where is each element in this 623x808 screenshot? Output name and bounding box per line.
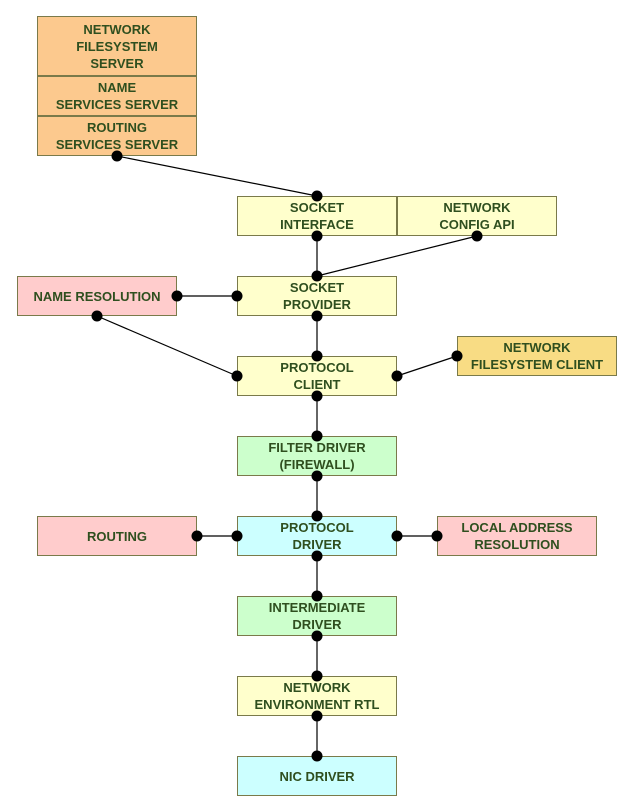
connector-dot	[311, 230, 323, 242]
edge-name-resolution-protocol-client	[96, 315, 238, 377]
connector-dot	[471, 230, 483, 242]
connector-dot	[231, 370, 243, 382]
socket-interface-box: SOCKET INTERFACE	[237, 196, 397, 236]
socket-provider-box: SOCKET PROVIDER	[237, 276, 397, 316]
connector-dot	[91, 310, 103, 322]
connector-dot	[311, 590, 323, 602]
network-filesystem-server-box: NETWORK FILESYSTEM SERVER	[37, 16, 197, 76]
network-environment-rtl-box: NETWORK ENVIRONMENT RTL	[237, 676, 397, 716]
connector-dot	[391, 530, 403, 542]
connector-dot	[311, 430, 323, 442]
protocol-driver-box: PROTOCOL DRIVER	[237, 516, 397, 556]
name-services-server-box: NAME SERVICES SERVER	[37, 76, 197, 116]
connector-dot	[231, 290, 243, 302]
connector-dot	[311, 750, 323, 762]
connector-dot	[311, 550, 323, 562]
connector-dot	[311, 470, 323, 482]
nic-driver-box: NIC DRIVER	[237, 756, 397, 796]
connector-dot	[111, 150, 123, 162]
routing-box: ROUTING	[37, 516, 197, 556]
filter-driver-box: FILTER DRIVER (FIREWALL)	[237, 436, 397, 476]
routing-services-server-box: ROUTING SERVICES SERVER	[37, 116, 197, 156]
connector-dot	[311, 390, 323, 402]
edge-routing-server-socket-interface	[116, 155, 318, 197]
connector-dot	[311, 710, 323, 722]
name-resolution-box: NAME RESOLUTION	[17, 276, 177, 316]
connector-dot	[431, 530, 443, 542]
connector-dot	[311, 350, 323, 362]
local-address-resolution-box: LOCAL ADDRESS RESOLUTION	[437, 516, 597, 556]
connector-dot	[311, 630, 323, 642]
connector-dot	[311, 270, 323, 282]
network-config-api-box: NETWORK CONFIG API	[397, 196, 557, 236]
connector-dot	[391, 370, 403, 382]
connector-dot	[311, 190, 323, 202]
connector-dot	[171, 290, 183, 302]
network-filesystem-client-box: NETWORK FILESYSTEM CLIENT	[457, 336, 617, 376]
edge-protocol-client-nfs-client	[396, 355, 458, 377]
edge-config-api-provider	[316, 235, 478, 277]
connector-dot	[231, 530, 243, 542]
connector-dot	[451, 350, 463, 362]
connector-dot	[311, 510, 323, 522]
protocol-client-box: PROTOCOL CLIENT	[237, 356, 397, 396]
connector-dot	[311, 310, 323, 322]
connector-dot	[311, 670, 323, 682]
connector-dot	[191, 530, 203, 542]
